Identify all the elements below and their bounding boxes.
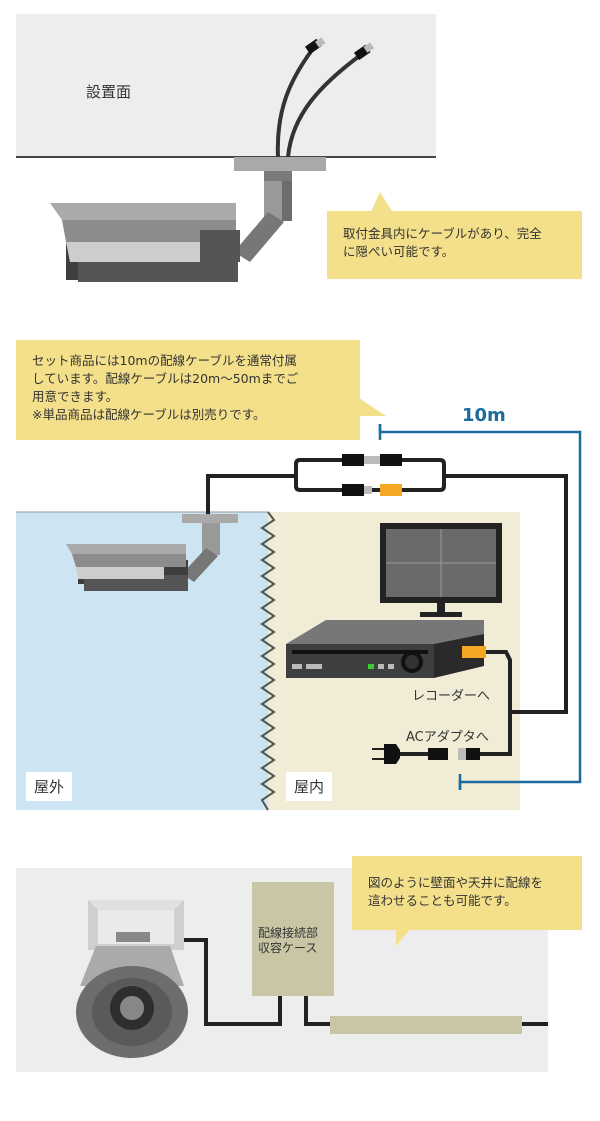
section3-diagram xyxy=(16,868,548,1072)
junction-box xyxy=(252,882,334,996)
length-label: 10m xyxy=(462,405,506,426)
to-ac-adapter-label: ACアダプタへ xyxy=(406,730,489,745)
section3-callout: 図のように壁面や天井に配線を 這わせることも可能です。 xyxy=(352,856,582,930)
callout-line: 取付金具内にケーブルがあり、完全 xyxy=(343,226,542,241)
callout-line: 用意できます。 xyxy=(32,389,119,404)
callout-line: 這わせることも可能です。 xyxy=(368,893,517,908)
orange-connector-recorder xyxy=(462,646,486,658)
callout2-pointer xyxy=(356,396,386,416)
cable-conduit xyxy=(330,1016,522,1034)
callout-line: ※単品商品は配線ケーブルは別売りです。 xyxy=(32,407,266,422)
mount-plate xyxy=(234,157,326,171)
bullet-camera xyxy=(50,203,240,282)
callout-line: しています。配線ケーブルは20m～50mまでご xyxy=(32,371,299,386)
junction-box-line: 収容ケース xyxy=(258,941,318,955)
section2-callout: セット商品には10mの配線ケーブルを通常付属 しています。配線ケーブルは20m～… xyxy=(16,340,360,440)
cable-right xyxy=(286,52,364,158)
junction-box-label: 配線接続部 収容ケース xyxy=(258,926,318,956)
monitor-icon xyxy=(380,523,502,617)
section1-callout: 取付金具内にケーブルがあり、完全 に隠ぺい可能です。 xyxy=(327,211,582,279)
to-recorder-label: レコーダーへ xyxy=(412,689,491,704)
section2-diagram xyxy=(16,424,582,811)
bullet-camera-small xyxy=(66,544,188,591)
section1-diagram xyxy=(16,14,436,282)
outdoor-tag: 屋外 xyxy=(26,772,73,801)
dome-camera xyxy=(76,900,188,1058)
callout-line: に隠ぺい可能です。 xyxy=(343,244,455,259)
mounting-surface xyxy=(16,14,436,157)
callout1-pointer xyxy=(370,192,394,214)
cable-left xyxy=(275,48,314,158)
indoor-tag: 屋内 xyxy=(286,772,333,801)
junction-box-line: 配線接続部 xyxy=(258,926,319,940)
callout-line: 図のように壁面や天井に配線を xyxy=(368,875,544,890)
wall-boundary xyxy=(260,511,276,811)
recorder-icon xyxy=(286,620,484,678)
section1-surface-label: 設置面 xyxy=(86,83,132,101)
ac-adapter-plug xyxy=(372,744,480,764)
orange-connector-top xyxy=(380,484,402,496)
callout-line: セット商品には10mの配線ケーブルを通常付属 xyxy=(32,353,297,368)
